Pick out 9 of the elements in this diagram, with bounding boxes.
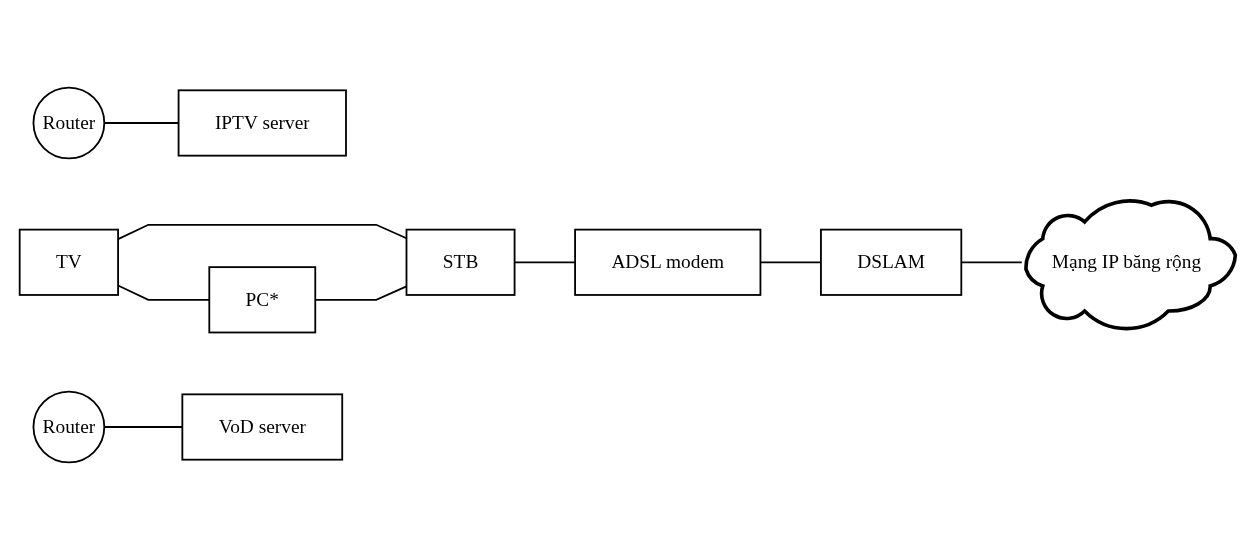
node-box: IPTV server — [177, 89, 347, 157]
node-circle: Router — [32, 86, 106, 160]
node-box: STB — [405, 228, 516, 296]
node-box: VoD server — [181, 393, 344, 461]
node-circle: Router — [32, 390, 106, 464]
node-box: DSLAM — [820, 228, 963, 296]
node-box: TV — [18, 228, 119, 296]
node-box: PC* — [208, 266, 317, 334]
node-box: ADSL modem — [574, 228, 762, 296]
